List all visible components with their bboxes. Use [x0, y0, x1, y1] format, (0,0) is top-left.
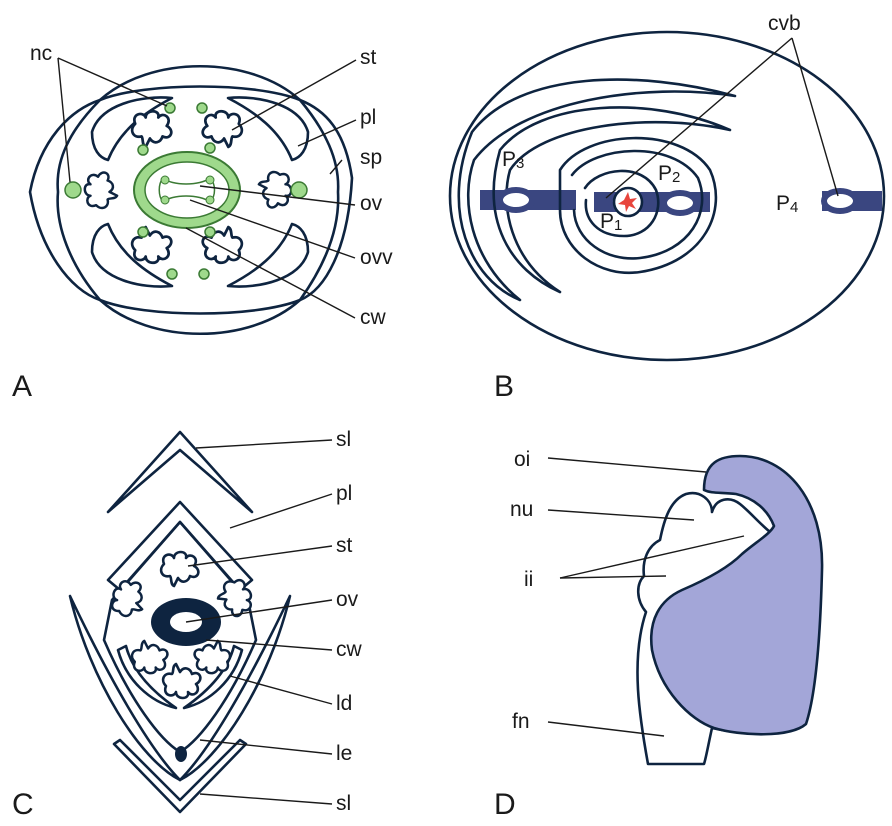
nectary: [198, 268, 210, 280]
nectary-large: [290, 181, 308, 199]
nectary-large: [64, 181, 82, 199]
label-ovv: ovv: [360, 246, 393, 269]
ovule-vascular: [160, 195, 170, 205]
panel-letter-a: A: [12, 370, 32, 403]
sepal-top: [98, 64, 302, 102]
outer-bract: [448, 30, 886, 362]
sepal-bottom: [98, 298, 302, 336]
primordium-p4: [457, 78, 737, 302]
lemma-right: [178, 594, 292, 782]
nectary: [166, 268, 178, 280]
stamen: [201, 109, 244, 149]
label-cw: cw: [336, 638, 363, 661]
panel-d-ovule-diagram: oi nu ii fn D: [494, 448, 824, 821]
primordium-p1: [583, 169, 660, 238]
scale-leaf-top: [106, 430, 254, 514]
label-ld: ld: [336, 692, 352, 715]
label-pl: pl: [360, 106, 376, 129]
label-ov: ov: [336, 588, 359, 611]
panel-a-flower-cross-section: nc st pl sp ov ovv cw A: [12, 42, 393, 403]
panel-c-leader-lines: [185, 439, 333, 805]
panel-d-leader-lines: [547, 457, 745, 737]
label-pl: pl: [336, 482, 352, 505]
label-p1: P1: [600, 210, 622, 234]
scale-leaf-bottom: [112, 738, 248, 814]
stamen: [130, 109, 173, 149]
stamen: [159, 550, 200, 588]
label-cw: cw: [360, 306, 387, 329]
panel-c-floret-cross-section: sl pl st ov cw ld le sl C: [12, 428, 363, 821]
nectary: [204, 142, 216, 154]
ovule-vascular: [205, 195, 215, 205]
bundle-p2: [661, 190, 699, 216]
label-le: le: [336, 742, 352, 765]
nectaries: [64, 102, 308, 280]
label-p2: P2: [658, 162, 680, 186]
bundle-p4: [821, 188, 859, 214]
stamen: [130, 639, 169, 675]
label-sp: sp: [360, 146, 382, 169]
label-st: st: [360, 46, 377, 69]
panel-letter-b: B: [494, 370, 514, 403]
stamen: [106, 575, 152, 622]
meristem-star-icon: [618, 192, 637, 212]
lemma-bundle: [175, 746, 187, 762]
petal-lower-left: [90, 222, 174, 288]
primordium-p3: [492, 106, 732, 294]
label-p4: P4: [776, 192, 798, 216]
panel-letter-c: C: [12, 788, 34, 821]
lodicule-left: [116, 644, 178, 710]
bundle-p1: [597, 196, 613, 206]
petal-upper-right: [226, 96, 310, 162]
primordium-p2-inner: [570, 149, 704, 260]
panel-b-bud-diagram: cvb P3 P2 P1 P4 B: [448, 12, 886, 403]
stamen: [257, 170, 293, 209]
label-nu: nu: [510, 498, 533, 521]
sepal-right: [298, 98, 354, 302]
ovule-vascular: [205, 175, 215, 185]
nectary: [196, 102, 208, 114]
label-sl-bottom: sl: [336, 792, 351, 815]
label-ii: ii: [524, 568, 533, 591]
sepal-left: [28, 98, 102, 302]
label-oi: oi: [514, 448, 530, 471]
nectary: [137, 144, 149, 156]
label-nc: nc: [30, 42, 52, 65]
outer-integument: [649, 454, 824, 736]
label-sl-top: sl: [336, 428, 351, 451]
nectary: [204, 226, 216, 238]
label-cvb: cvb: [768, 12, 801, 35]
petal-lower-right: [226, 222, 310, 288]
panel-a-leader-lines: [57, 57, 357, 319]
stamen: [193, 639, 232, 675]
stamen: [83, 171, 119, 210]
label-fn: fn: [512, 710, 530, 733]
label-ov: ov: [360, 192, 383, 215]
panel-letter-d: D: [494, 788, 516, 821]
stamen: [161, 662, 202, 700]
label-p3: P3: [502, 148, 524, 172]
label-st: st: [336, 534, 353, 557]
nectary: [137, 226, 149, 238]
ovule-vascular: [160, 175, 170, 185]
nectary: [164, 102, 176, 114]
primordium-p2-outer: [558, 136, 718, 275]
panel-b-leader-lines: [605, 37, 839, 199]
bundle-p3: [497, 187, 535, 213]
